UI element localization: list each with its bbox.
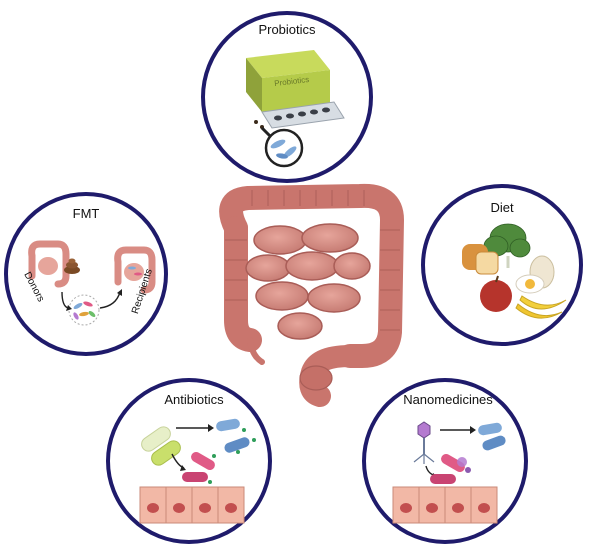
bacteria-blue-icon <box>478 422 506 451</box>
microbe-sample-icon <box>68 294 100 326</box>
epithelium-icon <box>139 486 245 524</box>
fmt-title: FMT <box>73 206 100 221</box>
nanoparticle-icon <box>413 421 435 464</box>
bacteria-pink-icon <box>430 454 471 484</box>
arrow-to-sample-icon <box>61 291 69 309</box>
apple-icon <box>480 280 512 312</box>
food-icons <box>462 223 567 319</box>
magnifier-icon <box>254 120 304 168</box>
nanomedicines-title: Nanomedicines <box>403 392 493 407</box>
banana-icon <box>519 295 567 310</box>
probiotics-box-label: Probiotics <box>274 75 310 88</box>
antibiotics-title: Antibiotics <box>164 392 224 407</box>
leafy-greens-icon <box>483 223 531 258</box>
blister-strip-icon <box>261 101 345 129</box>
fmt-panel: FMT Donors <box>4 192 168 356</box>
intestine-illustration <box>219 183 404 407</box>
recipient-intestine-icon <box>114 246 156 294</box>
epithelium-icon <box>392 486 498 524</box>
probiotics-box-icon: Probiotics <box>246 50 330 112</box>
bread-icon <box>462 244 499 275</box>
donor-intestine-icon <box>28 240 70 288</box>
diet-title: Diet <box>490 200 514 215</box>
probiotics-title: Probiotics <box>258 22 316 37</box>
bacteria-pink-icon <box>182 452 216 484</box>
antibiotics-panel: Antibiotics <box>106 378 272 544</box>
diet-panel: Diet <box>421 184 583 346</box>
nanomedicines-panel: Nanomedicines <box>362 378 528 544</box>
fmt-ring <box>4 192 168 356</box>
stool-icon <box>64 258 80 274</box>
bacteria-blue-icon <box>216 418 256 454</box>
capsule-icon <box>141 426 181 466</box>
probiotics-panel: Probiotics Probiotics <box>201 11 373 183</box>
